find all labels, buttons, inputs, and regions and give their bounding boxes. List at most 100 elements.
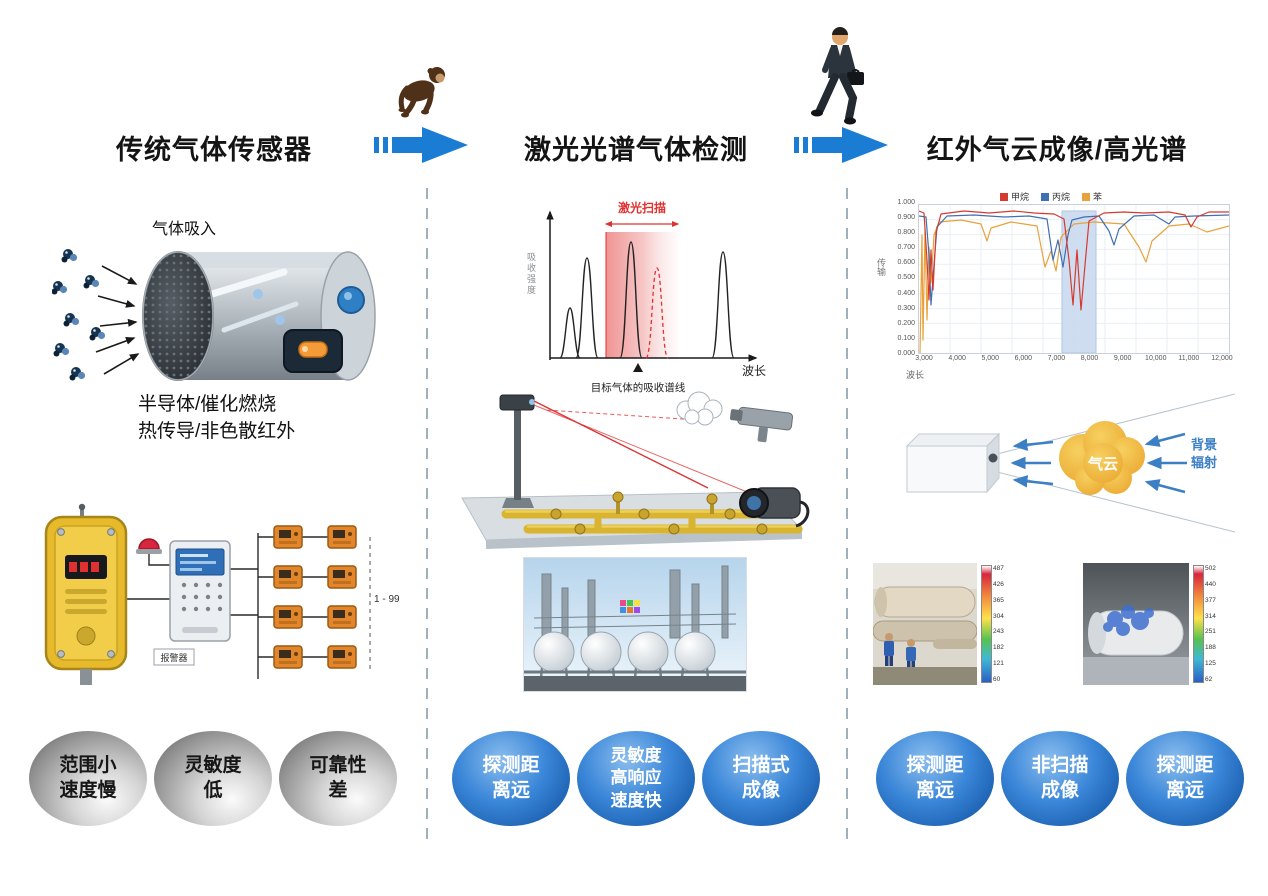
y-tick-label: 0.100 xyxy=(897,334,915,342)
y-tick-label: 0.400 xyxy=(897,289,915,297)
gas-inhale-label: 气体吸入 xyxy=(152,221,217,238)
inflow-arrows xyxy=(95,265,140,375)
gas-cloud: 气云 xyxy=(1059,421,1145,495)
wires xyxy=(124,533,328,679)
laser-scan-band xyxy=(606,232,678,358)
badge-line: 灵敏度 xyxy=(610,745,662,765)
y-tick-label: 0.300 xyxy=(897,304,915,312)
gas-cloud-label: 气云 xyxy=(1087,455,1118,473)
gas-cloud-imaging-diagram: 气云 背景 辐射 xyxy=(893,388,1235,538)
scale-value: 487 xyxy=(993,565,1004,572)
y-tick-label: 0.200 xyxy=(897,319,915,327)
controller-panel xyxy=(169,540,231,642)
legend-swatch-methane xyxy=(1000,192,1008,201)
y-tick-label: 0.700 xyxy=(897,244,915,252)
chart-legend: 甲烷 丙烷 苯 xyxy=(1000,190,1102,203)
scale-value: 365 xyxy=(993,596,1004,604)
gas-detector-device xyxy=(44,503,128,685)
legend-label: 丙烷 xyxy=(1052,192,1071,202)
legend-item-benzene: 苯 xyxy=(1082,190,1102,203)
badge-long-detection-range-2: 探测距 离远 xyxy=(1126,731,1244,826)
gas-plume-sketch xyxy=(676,391,723,426)
legend-label: 苯 xyxy=(1093,192,1103,202)
caption-line-1: 半导体/催化燃烧 xyxy=(138,394,277,415)
plot-area xyxy=(918,204,1230,354)
x-tick-label: 6,000 xyxy=(1014,355,1033,362)
refinery-illustration xyxy=(524,558,746,691)
absorption-spectrum-chart: 激光扫描 吸收强度 波长 目标气体的吸收谱线 xyxy=(518,196,768,398)
badge-line: 速度慢 xyxy=(59,779,117,801)
storage-spheres xyxy=(533,631,716,679)
scale-value: 60 xyxy=(993,675,1001,683)
y-tick-label: 0.000 xyxy=(897,349,915,357)
legend-item-propane: 丙烷 xyxy=(1041,190,1070,203)
x-tick-label: 5,000 xyxy=(981,355,999,362)
transmittance-curves xyxy=(919,205,1229,353)
column-separator-2 xyxy=(846,188,848,848)
laser-scan-label: 激光扫描 xyxy=(617,201,667,215)
legend-item-methane: 甲烷 xyxy=(1000,190,1029,203)
scale-value: 440 xyxy=(1205,580,1216,588)
gas-molecules xyxy=(52,249,106,381)
shifted-laser-peak xyxy=(645,267,669,359)
scale-value: 243 xyxy=(993,628,1004,636)
badge-line: 离远 xyxy=(1165,779,1204,801)
badge-line: 高响应 xyxy=(610,768,662,788)
gas-cloud-imaging-art: 气云 xyxy=(905,393,1235,533)
x-tick-label: 8,000 xyxy=(1080,355,1099,362)
thermal-scene-tank xyxy=(1083,563,1189,685)
laser-detection-illustration xyxy=(461,391,810,549)
scale-value: 426 xyxy=(993,580,1004,588)
column-title-infrared: 红外气云成像/高光谱 xyxy=(926,135,1188,165)
x-tick-label: 3,000 xyxy=(915,355,933,362)
workers xyxy=(884,633,916,670)
column-separator-1 xyxy=(426,188,428,848)
remote-detector-nodes xyxy=(273,525,357,669)
right-advantage-badges: 探测距 离远 非扫描 成像 探测距 离远 xyxy=(876,731,1244,826)
x-axis-label: 波长 xyxy=(906,370,925,380)
badge-line: 可靠性 xyxy=(309,754,367,776)
scale-value: 125 xyxy=(1205,660,1216,668)
gas-sensor-illustration xyxy=(52,249,376,381)
mid-advantage-badges: 探测距 离远 灵敏度 高响应 速度快 扫描式 成像 xyxy=(452,731,820,826)
thermal-color-scale xyxy=(1193,565,1204,683)
badge-small-range-slow: 范围小 速度慢 xyxy=(29,731,147,826)
badge-line: 速度快 xyxy=(610,790,662,810)
badge-line: 探测距 xyxy=(482,754,540,776)
absorption-peaks xyxy=(559,241,735,359)
badge-line: 低 xyxy=(203,779,223,801)
badge-scanning-imaging: 扫描式 成像 xyxy=(702,731,820,826)
legend-swatch-benzene xyxy=(1082,192,1091,201)
sensor-body xyxy=(142,251,376,381)
x-tick-label: 4,000 xyxy=(948,355,966,362)
benzene-curve xyxy=(919,219,1229,353)
radiation-arrows xyxy=(1010,432,1187,494)
scale-value: 314 xyxy=(1205,612,1216,620)
badge-line: 扫描式 xyxy=(732,754,790,776)
x-axis-label: 波长 xyxy=(741,364,766,378)
column-title-laser: 激光光谱气体检测 xyxy=(524,135,748,165)
alarm-siren xyxy=(136,538,170,566)
x-tick-label: 10,000 xyxy=(1145,355,1167,362)
y-tick-label: 0.500 xyxy=(897,274,915,282)
caption-line-2: 热传导/非色散红外 xyxy=(138,420,296,442)
badge-long-detection-range: 探测距 离远 xyxy=(876,731,994,826)
color-marks xyxy=(620,600,640,613)
absorption-spectrum-plot xyxy=(546,210,758,372)
target-absorption-caption: 目标气体的吸收谱线 xyxy=(590,382,686,394)
sensor-principle-caption: 半导体/催化燃烧 热传导/非色散红外 xyxy=(138,392,295,445)
monkey-icon xyxy=(398,67,445,118)
badge-non-scanning-imaging: 非扫描 成像 xyxy=(1001,731,1119,826)
ir-imager-box xyxy=(905,432,1001,494)
target-line-marker xyxy=(633,363,643,372)
badge-line: 成像 xyxy=(741,779,780,801)
badge-low-sensitivity: 灵敏度 低 xyxy=(154,731,272,826)
badge-line: 离远 xyxy=(491,779,530,801)
x-tick-label: 11,000 xyxy=(1178,355,1200,362)
badge-line: 探测距 xyxy=(1156,754,1214,776)
